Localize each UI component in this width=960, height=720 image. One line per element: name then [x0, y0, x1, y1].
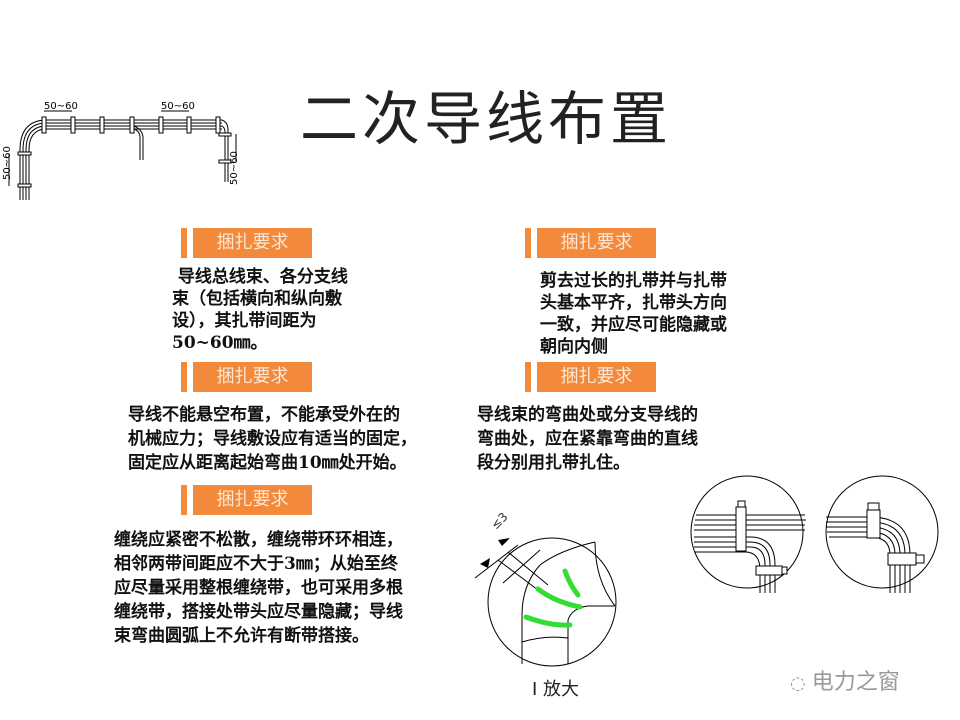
dim-label: 50~60 — [229, 151, 240, 185]
wechat-icon: ◌ — [790, 673, 806, 694]
bundle-bend-diagrams — [690, 475, 939, 593]
detail-caption: Ⅰ 放大 — [532, 679, 579, 700]
dim-label: 50~60 — [44, 101, 78, 112]
wire-harness-diagram: 50~60 50~60 50~60 50~60 — [2, 101, 240, 200]
section-text: 剪去过长的扎带并与扎带头基本平齐，扎带头方向一致，并应尽可能隐藏或朝向内侧 — [540, 271, 727, 357]
section-text: 导线不能悬空布置，不能承受外在的机械应力；导线敷设应有适当的固定，固定应从距离起… — [128, 405, 417, 473]
dim-label: 50~60 — [161, 101, 195, 112]
section-text: 缠绕应紧密不松散，缠绕带环环相连，相邻两带间距应不大于3㎜；从始至终应尽量采用整… — [114, 530, 403, 646]
watermark: ◌电力之窗 — [790, 670, 900, 695]
dim-label: ≤3 — [488, 510, 510, 532]
dim-label: 50~60 — [2, 146, 13, 180]
section-text: 导线束的弯曲处或分支导线的弯曲处，应在紧靠弯曲的直线段分别用扎带扎住。 — [477, 405, 698, 473]
page-title: 二次导线布置 — [300, 85, 673, 153]
wrap-detail-diagram: ≤3 Ⅰ 放大 — [474, 510, 617, 700]
